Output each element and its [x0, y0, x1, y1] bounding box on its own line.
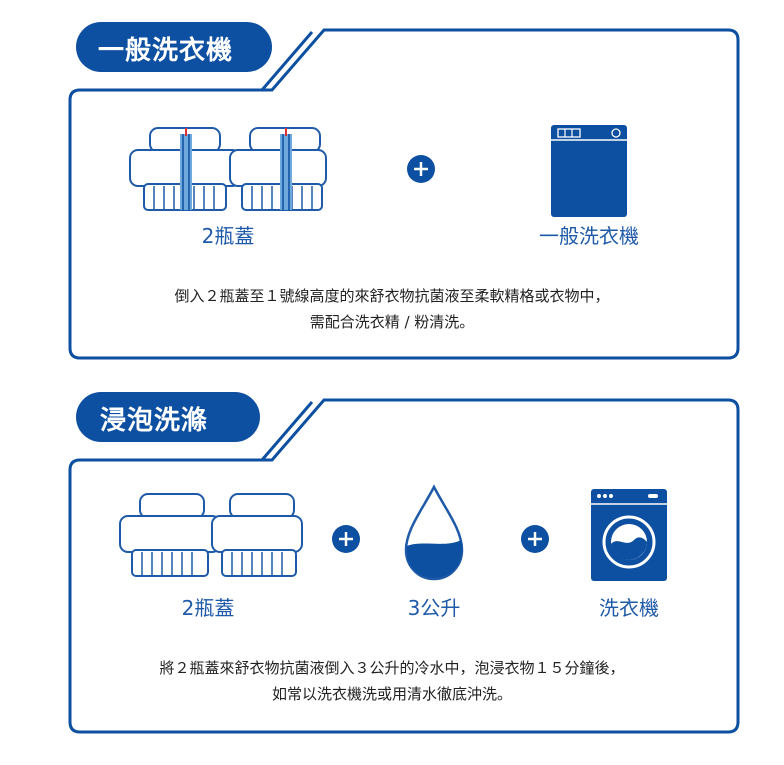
- instruction-line-2: 需配合洗衣精 / 粉清洗。: [309, 313, 475, 331]
- section-frame: [68, 22, 740, 360]
- instruction-line-1: 倒入２瓶蓋至１號線高度的來舒衣物抗菌液至柔軟精格或衣物中，: [174, 287, 610, 305]
- plus-icon: [521, 525, 549, 553]
- bottle-caps-icon: [119, 493, 303, 577]
- plus-icon: [407, 155, 435, 183]
- washer-label: 洗衣機: [599, 596, 659, 620]
- water-drop-icon: [404, 484, 464, 581]
- instruction-line-2: 如常以洗衣機洗或用清水徹底沖洗。: [271, 685, 512, 703]
- top-loading-washer-icon: [551, 125, 627, 217]
- water-volume-label: 3公升: [407, 596, 461, 620]
- bottle-caps-with-fill-line-icon: [129, 127, 327, 211]
- section-frame: [68, 392, 740, 734]
- section-title: 浸泡洗滌: [100, 406, 209, 436]
- washer-label: 一般洗衣機: [539, 224, 639, 248]
- instruction-line-1: 將２瓶蓋來舒衣物抗菌液倒入３公升的冷水中，泡浸衣物１５分鐘後，: [159, 659, 625, 677]
- caps-label: 2瓶蓋: [181, 596, 235, 620]
- section-soak-wash: 浸泡洗滌 2瓶蓋 3公升: [0, 384, 784, 765]
- section-title: 一般洗衣機: [98, 36, 234, 66]
- front-loading-washer-icon: [591, 489, 667, 581]
- plus-icon: [332, 525, 360, 553]
- caps-label: 2瓶蓋: [201, 224, 255, 248]
- section-general-washer: 一般洗衣機 2瓶蓋: [0, 0, 784, 380]
